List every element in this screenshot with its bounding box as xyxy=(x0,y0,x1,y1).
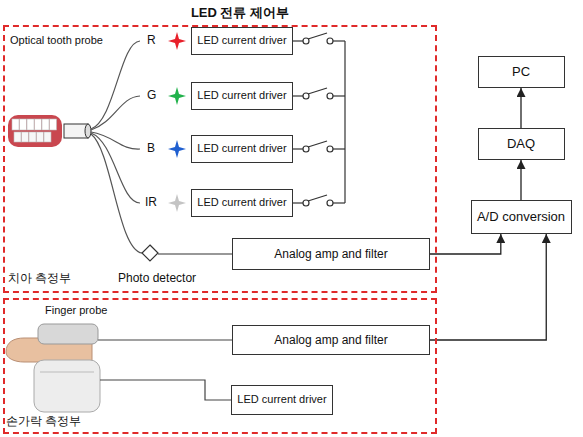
region-caption: 치아 측정부 xyxy=(8,271,71,285)
wire xyxy=(292,148,303,149)
tooth-shape xyxy=(50,119,57,130)
wire xyxy=(158,253,232,254)
signal-arrow xyxy=(430,234,501,254)
clip-top xyxy=(38,324,98,344)
detector-diamond xyxy=(142,245,158,261)
tooth-shape xyxy=(44,132,51,142)
tooth-shape xyxy=(37,132,44,142)
tooth-shape xyxy=(14,132,21,142)
box-text: Analog amp and filter xyxy=(274,333,387,347)
clip-bottom xyxy=(34,360,100,412)
channel-label: IR xyxy=(145,195,157,209)
box-text: PC xyxy=(512,64,530,80)
switch-contact xyxy=(327,200,333,206)
measurement-region: 손가락 측정부 Analog amp and filterLED current … xyxy=(3,298,437,434)
tooth-shape xyxy=(12,119,19,130)
tooth-shape xyxy=(22,132,29,142)
signal-arrow xyxy=(520,88,521,128)
ir-led-symbol xyxy=(168,194,186,212)
region-caption: 손가락 측정부 xyxy=(6,414,81,428)
wire xyxy=(292,202,303,203)
wire xyxy=(333,40,345,41)
amplifier-box: Analog amp and filter xyxy=(232,238,430,270)
finger-wires xyxy=(98,340,232,400)
wire xyxy=(100,380,232,400)
switch-blade xyxy=(308,88,327,94)
tooth-shape xyxy=(20,119,27,130)
fiber-line xyxy=(91,96,140,130)
teeth-picture xyxy=(8,115,62,147)
switch-contact xyxy=(327,93,333,99)
blue-led-symbol xyxy=(168,140,186,158)
green-led-symbol xyxy=(168,87,186,105)
tooth-shape xyxy=(27,119,34,130)
converter-box: A/D conversion xyxy=(471,200,572,234)
channel-label: B xyxy=(147,141,155,155)
switches xyxy=(292,33,345,206)
wire xyxy=(333,148,345,149)
fiber-line xyxy=(91,41,140,129)
driver-box: LED current driver xyxy=(191,82,293,110)
optical-fibers xyxy=(91,41,142,253)
region-heading: LED 전류 제어부 xyxy=(191,5,289,21)
finger-probe-picture xyxy=(6,324,100,412)
tooth-shape xyxy=(29,132,36,142)
driver-box: LED current driver xyxy=(231,385,333,415)
wire xyxy=(333,95,345,96)
signal-arrow xyxy=(520,160,521,200)
tooth-shape xyxy=(35,119,42,130)
probe-end xyxy=(85,124,91,138)
photo-detector xyxy=(142,245,232,261)
bus-wire xyxy=(344,41,345,203)
channel-label: R xyxy=(147,33,156,47)
box-text: LED current driver xyxy=(197,142,286,155)
tooth-shape xyxy=(42,119,49,130)
switch-blade xyxy=(308,195,327,201)
switch-blade xyxy=(308,141,327,147)
red-led-symbol xyxy=(168,32,186,50)
fiber-line xyxy=(91,134,142,253)
computer-box: PC xyxy=(478,56,565,88)
switch-contact xyxy=(327,146,333,152)
wire xyxy=(292,95,303,96)
wire xyxy=(98,339,232,340)
led-stars xyxy=(168,32,186,212)
measurement-region: LED 전류 제어부치아 측정부LED current driverLED cu… xyxy=(3,25,437,293)
probe-label: Optical tooth probe xyxy=(10,34,103,47)
box-text: LED current driver xyxy=(197,89,286,102)
fiber-line xyxy=(91,132,140,149)
signal-arrow xyxy=(430,234,546,340)
driver-box: LED current driver xyxy=(191,27,293,55)
switch-blade xyxy=(308,33,327,39)
box-text: A/D conversion xyxy=(477,209,565,225)
box-text: LED current driver xyxy=(237,393,326,406)
driver-box: LED current driver xyxy=(191,189,293,217)
probe-cylinder xyxy=(64,124,88,138)
amplifier-box: Analog amp and filter xyxy=(232,325,430,355)
driver-box: LED current driver xyxy=(191,135,293,163)
box-text: Analog amp and filter xyxy=(274,247,387,261)
gum-shape xyxy=(8,115,62,147)
probe-head xyxy=(64,124,91,138)
channel-label: G xyxy=(147,88,156,102)
box-text: LED current driver xyxy=(197,34,286,47)
wire xyxy=(333,202,345,203)
detector-label: Photo detector xyxy=(118,271,196,285)
wire xyxy=(292,40,303,41)
probe-label: Finger probe xyxy=(45,304,107,317)
daq-box: DAQ xyxy=(478,128,565,160)
clip-seam xyxy=(40,372,94,373)
box-text: DAQ xyxy=(507,136,535,152)
switch-contact xyxy=(327,38,333,44)
box-text: LED current driver xyxy=(197,196,286,209)
